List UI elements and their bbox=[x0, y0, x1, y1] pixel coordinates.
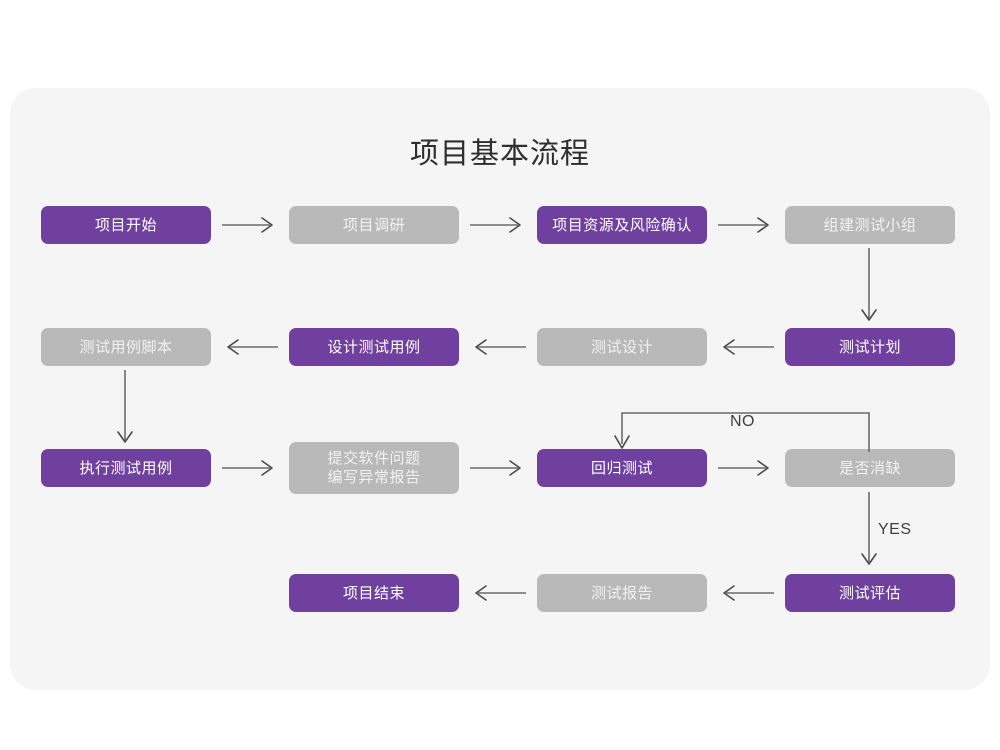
loop-no-defect-to-regression bbox=[614, 412, 870, 452]
node-design-test-case[interactable]: 设计测试用例 bbox=[289, 328, 459, 366]
node-test-evaluation[interactable]: 测试评估 bbox=[785, 574, 955, 612]
arrow-right-3 bbox=[718, 217, 769, 233]
node-test-case-script[interactable]: 测试用例脚本 bbox=[41, 328, 211, 366]
node-execute-test-case[interactable]: 执行测试用例 bbox=[41, 449, 211, 487]
arrow-down-team-to-plan bbox=[861, 248, 877, 321]
arrow-left-1 bbox=[227, 339, 278, 355]
node-submit-issue-report[interactable]: 提交软件问题 编写异常报告 bbox=[289, 442, 459, 494]
node-test-plan[interactable]: 测试计划 bbox=[785, 328, 955, 366]
arrow-right-6 bbox=[718, 460, 769, 476]
node-project-research[interactable]: 项目调研 bbox=[289, 206, 459, 244]
node-project-start[interactable]: 项目开始 bbox=[41, 206, 211, 244]
arrow-down-yes bbox=[861, 492, 877, 565]
arrow-right-4 bbox=[222, 460, 273, 476]
arrow-right-1 bbox=[222, 217, 273, 233]
page-title: 项目基本流程 bbox=[409, 138, 590, 170]
arrow-right-5 bbox=[470, 460, 521, 476]
arrow-left-3 bbox=[723, 339, 774, 355]
edge-label-no: NO bbox=[730, 413, 755, 430]
node-regression-test[interactable]: 回归测试 bbox=[537, 449, 707, 487]
node-test-report[interactable]: 测试报告 bbox=[537, 574, 707, 612]
node-test-design[interactable]: 测试设计 bbox=[537, 328, 707, 366]
arrow-right-2 bbox=[470, 217, 521, 233]
node-resource-risk-confirm[interactable]: 项目资源及风险确认 bbox=[537, 206, 707, 244]
node-project-end[interactable]: 项目结束 bbox=[289, 574, 459, 612]
arrow-left-5 bbox=[723, 585, 774, 601]
node-defect-cleared[interactable]: 是否消缺 bbox=[785, 449, 955, 487]
arrow-down-script-to-execute bbox=[117, 370, 133, 443]
arrow-left-4 bbox=[475, 585, 526, 601]
arrow-left-2 bbox=[475, 339, 526, 355]
edge-label-yes: YES bbox=[878, 521, 912, 538]
node-form-test-team[interactable]: 组建测试小组 bbox=[785, 206, 955, 244]
